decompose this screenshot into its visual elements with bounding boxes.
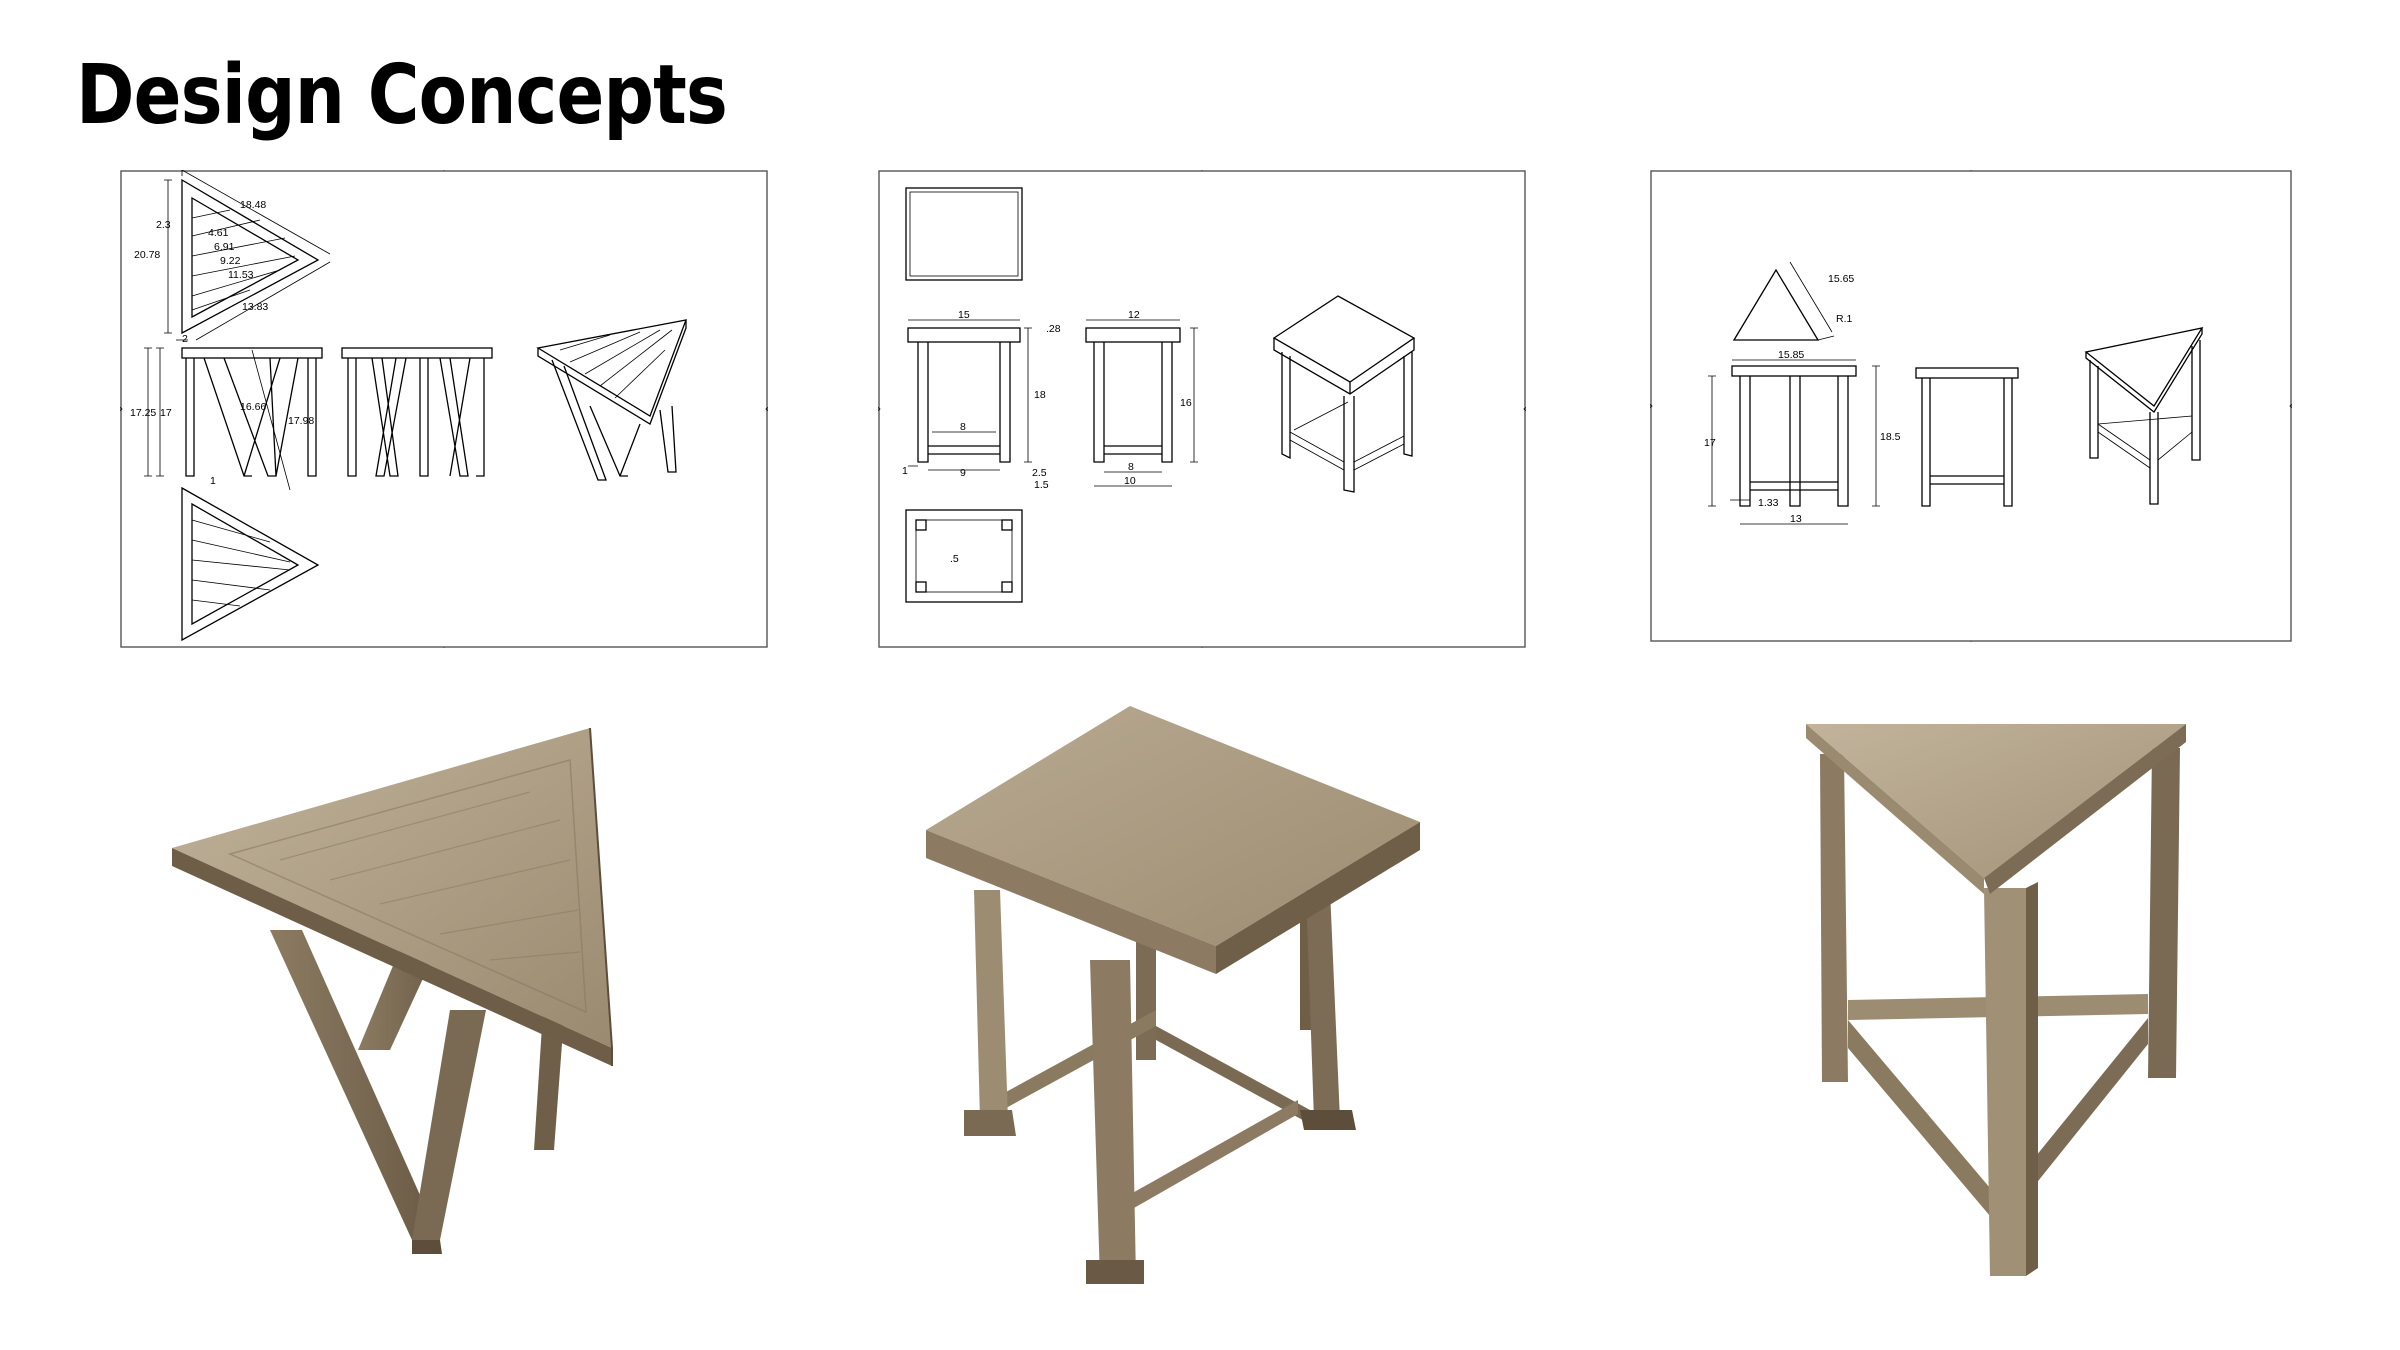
svg-text:15: 15 [958, 309, 970, 321]
svg-text:13.83: 13.83 [242, 301, 268, 313]
svg-text:12: 12 [1128, 309, 1140, 321]
isometric-view [2084, 327, 2204, 505]
svg-text:2.3: 2.3 [156, 219, 171, 231]
svg-text:16: 16 [1180, 397, 1192, 409]
svg-text:1: 1 [210, 475, 216, 487]
render-triangle-stool [1800, 718, 2200, 1298]
svg-text:9: 9 [960, 467, 966, 479]
render-square-stool [920, 700, 1440, 1300]
svg-text:11.53: 11.53 [228, 269, 254, 281]
svg-text:17.25: 17.25 [130, 407, 156, 419]
dimension-labels: 15 .28 18 8 9 1 2.5 1.5 12 16 8 10 .5 [902, 309, 1192, 565]
svg-text:6.91: 6.91 [214, 241, 235, 253]
svg-text:2: 2 [182, 333, 188, 345]
side-view [1915, 367, 2019, 507]
render-triangle-v-table [150, 720, 630, 1260]
svg-text:13: 13 [1790, 513, 1802, 525]
svg-text:18.5: 18.5 [1880, 431, 1901, 443]
isometric-view [536, 319, 688, 481]
svg-text:18: 18 [1034, 389, 1046, 401]
top-view-square [905, 187, 1023, 281]
svg-text:2.5: 2.5 [1032, 467, 1047, 479]
svg-text:10: 10 [1124, 475, 1136, 487]
dimension-labels: 18.48 2.3 20.78 4.61 6.91 9.22 11.53 13.… [130, 199, 314, 487]
svg-text:8: 8 [1128, 461, 1134, 473]
svg-text:4.61: 4.61 [208, 227, 229, 239]
page-title: Design Concepts [76, 48, 728, 143]
drawing-sheet-triangle-stool: 15.65 R.1 15.85 17 18.5 1.33 13 [1650, 170, 2292, 642]
bottom-view-triangle [181, 486, 320, 642]
dimension-labels: 15.65 R.1 15.85 17 18.5 1.33 13 [1704, 273, 1901, 525]
svg-text:9.22: 9.22 [220, 255, 241, 267]
front-view [907, 319, 1032, 471]
svg-text:18.48: 18.48 [240, 199, 266, 211]
front-view [144, 347, 323, 491]
svg-text:1.5: 1.5 [1034, 479, 1049, 491]
top-view-triangle [1732, 261, 1835, 341]
bottom-view-square [905, 509, 1023, 603]
svg-text:17: 17 [1704, 437, 1716, 449]
svg-text:1: 1 [902, 465, 908, 477]
svg-text:1.33: 1.33 [1758, 497, 1779, 509]
drawing-sheet-triangle-v-table: 18.48 2.3 20.78 4.61 6.91 9.22 11.53 13.… [120, 170, 768, 648]
svg-text:8: 8 [960, 421, 966, 433]
svg-text:17: 17 [160, 407, 172, 419]
drawing-sheet-square-stool: 15 .28 18 8 9 1 2.5 1.5 12 16 8 10 .5 [878, 170, 1526, 648]
top-view-triangle [164, 170, 331, 341]
side-view [1085, 319, 1198, 487]
svg-text:.5: .5 [950, 553, 959, 565]
isometric-view [1272, 295, 1416, 493]
svg-text:16.66: 16.66 [240, 401, 266, 413]
svg-text:17.98: 17.98 [288, 415, 314, 427]
svg-text:R.1: R.1 [1836, 313, 1853, 325]
front-view [1708, 359, 1880, 525]
svg-text:15.85: 15.85 [1778, 349, 1804, 361]
svg-text:15.65: 15.65 [1828, 273, 1854, 285]
svg-text:20.78: 20.78 [134, 249, 160, 261]
side-view [341, 347, 493, 477]
svg-text:.28: .28 [1046, 323, 1061, 335]
